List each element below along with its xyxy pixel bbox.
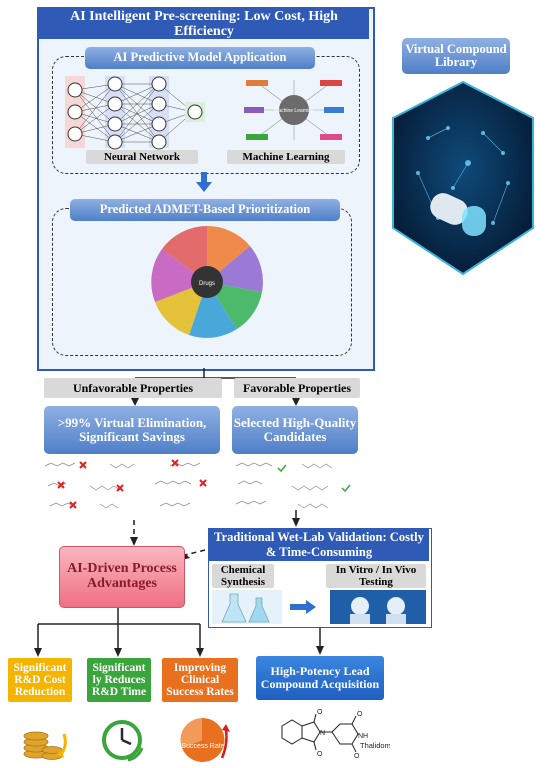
thalidomide-structure: O O N O O NH Thalidomide <box>281 709 390 760</box>
thalidomide-label: Thalidomide <box>360 741 390 750</box>
chem-synthesis-label: Chemical Synthesis <box>212 564 274 588</box>
svg-text:O: O <box>357 711 363 718</box>
admet-wheel: Drugs <box>151 225 263 338</box>
svg-text:O: O <box>317 751 323 758</box>
favorable-label: Favorable Properties <box>234 378 360 398</box>
admet-title: Predicted ADMET-Based Prioritization <box>70 199 340 221</box>
down-arrow-icon <box>196 172 212 192</box>
cost-reduction-box: Significant R&D Cost Reduction <box>8 658 72 702</box>
model-app-title: AI Predictive Model Application <box>85 47 315 69</box>
wetlab-title: Traditional Wet-Lab Validation: Costly &… <box>209 529 429 561</box>
lab-testing-image <box>330 590 426 624</box>
ai-advantages-box: AI-Driven Process Advantages <box>59 546 185 608</box>
neural-network-figure <box>65 76 205 150</box>
selected-molecules <box>235 462 351 509</box>
unfavorable-label: Unfavorable Properties <box>44 378 222 398</box>
success-rate-icon: Success Rate <box>180 717 230 762</box>
success-rate-text: Success Rate <box>181 743 224 750</box>
arrow-right-icon <box>290 600 316 614</box>
ml-hub-text: Machine Learning <box>274 108 314 114</box>
wheel-center-text: Drugs <box>199 281 215 287</box>
eliminated-molecules <box>44 459 207 509</box>
compound-library-image <box>392 80 534 276</box>
machine-learning-label: Machine Learning <box>227 150 345 164</box>
svg-text:NH: NH <box>358 733 368 740</box>
virtual-library-label: Virtual Compound Library <box>402 38 510 74</box>
svg-text:O: O <box>354 753 360 760</box>
main-title: AI Intelligent Pre-screening: Low Cost, … <box>39 9 369 39</box>
neural-network-label: Neural Network <box>86 150 198 164</box>
machine-learning-figure: Machine Learning <box>244 80 344 140</box>
lab-flasks-image <box>212 590 282 624</box>
svg-text:O: O <box>317 709 323 716</box>
svg-text:N: N <box>320 730 325 737</box>
clock-icon <box>102 720 144 762</box>
elimination-box: >99% Virtual Elimination, Significant Sa… <box>44 406 220 454</box>
clinical-success-box: Improving Clinical Success Rates <box>162 658 238 702</box>
candidates-box: Selected High-Quality Candidates <box>232 406 358 454</box>
reduces-time-box: Significant ly Reduces R&D Time <box>87 658 151 702</box>
coins-icon <box>23 731 67 760</box>
invitro-label: In Vitro / In Vivo Testing <box>326 564 426 588</box>
lead-compound-box: High-Potency Lead Compound Acquisition <box>256 656 384 700</box>
